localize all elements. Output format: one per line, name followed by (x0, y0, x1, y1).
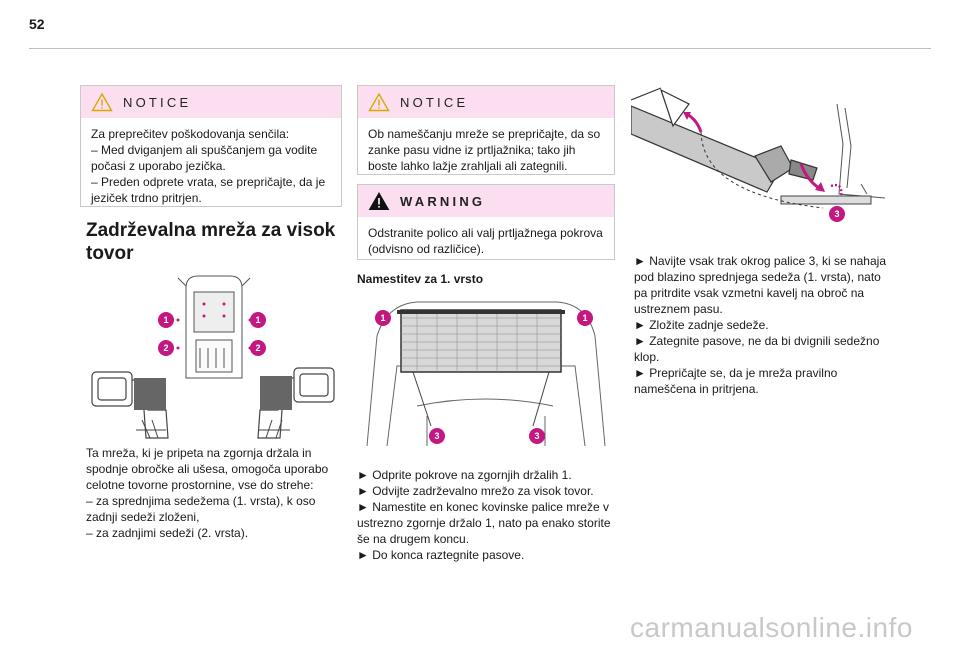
notice-line: – Preden odprete vrata, se prepričajte, … (91, 175, 326, 205)
install-steps: ► Odprite pokrove na zgornjih držalih 1.… (357, 467, 613, 563)
body-line: Ta mreža, ki je pripeta na zgornja držal… (86, 446, 329, 492)
step-line: ► Navijte vsak trak okrog palice 3, ki s… (634, 254, 886, 316)
warning-triangle-icon (91, 92, 113, 112)
notice-header: NOTICE (358, 86, 614, 118)
notice-line: Ob nameščanju mreže se prepričajte, da s… (368, 127, 601, 173)
section-heading: Zadrževalna mreža za visok tovor (86, 220, 336, 264)
callout-label: 3 (434, 431, 439, 441)
warning-triangle-icon (368, 92, 390, 112)
warning-header: WARNING (358, 185, 614, 217)
notice-box-1: NOTICE Za preprečitev poškodovanja senči… (80, 85, 342, 207)
step-line: ► Zložite zadnje sedeže. (634, 318, 769, 332)
callout-label: 1 (255, 315, 260, 325)
body-line: – za sprednjima sedežema (1. vrsta), k o… (86, 494, 316, 524)
callout-label: 1 (163, 315, 168, 325)
warning-line: Odstranite polico ali valj prtljažnega p… (368, 226, 603, 256)
strap-hook-figure: 3 (631, 87, 886, 222)
subheading: Namestitev za 1. vrsto (357, 272, 484, 286)
warning-title: WARNING (400, 193, 486, 209)
warning-box: WARNING Odstranite polico ali valj prtlj… (357, 184, 615, 260)
notice-line: – Med dviganjem ali spuščanjem ga vodite… (91, 143, 318, 173)
fasten-steps: ► Navijte vsak trak okrog palice 3, ki s… (634, 253, 892, 397)
callout-label: 2 (163, 343, 168, 353)
step-line: ► Namestite en konec kovinske palice mre… (357, 500, 611, 546)
page-number: 52 (29, 16, 45, 32)
rear-net-figure: 1 1 3 3 (366, 301, 606, 447)
notice-box-2: NOTICE Ob nameščanju mreže se prepričajt… (357, 85, 615, 175)
notice-title: NOTICE (400, 94, 469, 110)
step-line: ► Odprite pokrove na zgornjih držalih 1. (357, 468, 572, 482)
notice-line: Za preprečitev poškodovanja senčila: (91, 127, 290, 141)
net-overview-figure: 1 1 2 2 (91, 275, 335, 439)
callout-label: 3 (834, 209, 839, 219)
callout-label: 1 (380, 313, 385, 323)
callout-label: 2 (255, 343, 260, 353)
step-line: ► Do konca raztegnite pasove. (357, 548, 525, 562)
body-line: – za zadnjimi sedeži (2. vrsta). (86, 526, 249, 540)
step-line: ► Odvijte zadrževalno mrežo za visok tov… (357, 484, 594, 498)
callout-label: 3 (534, 431, 539, 441)
notice-title: NOTICE (123, 94, 192, 110)
callout-label: 1 (582, 313, 587, 323)
intro-text: Ta mreža, ki je pripeta na zgornja držal… (86, 445, 341, 541)
top-rule (29, 48, 931, 49)
warning-triangle-icon (368, 191, 390, 210)
notice-header: NOTICE (81, 86, 341, 118)
watermark: carmanualsonline.info (630, 612, 913, 643)
step-line: ► Zategnite pasove, ne da bi dvignili se… (634, 334, 880, 364)
step-line: ► Prepričajte se, da je mreža pravilno n… (634, 366, 838, 396)
